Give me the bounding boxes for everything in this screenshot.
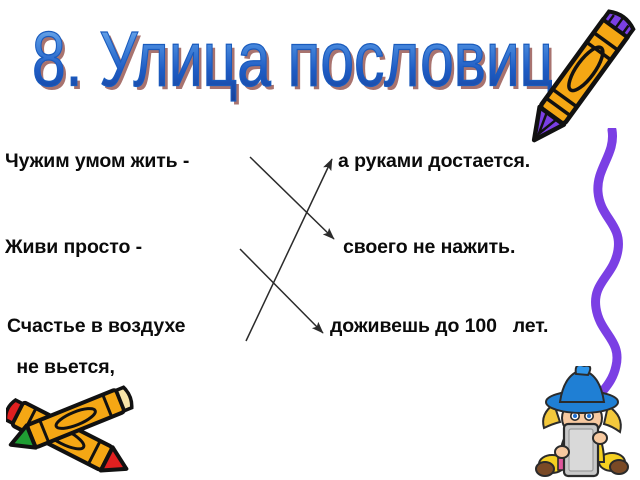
proverb-left-3a: Счастье в воздухе bbox=[7, 315, 186, 337]
proverb-left-3b: не вьется, bbox=[11, 356, 115, 378]
proverb-right-3: доживешь до 100 лет. bbox=[330, 315, 549, 337]
title-shadow-text: 8. Улица пословиц bbox=[35, 20, 552, 107]
crossed-crayons-icon bbox=[6, 385, 134, 473]
title-wordart: 8. Улица пословиц 8. Улица пословиц bbox=[32, 16, 552, 107]
proverb-right-1: а руками достается. bbox=[338, 150, 531, 172]
title-main-text: 8. Улица пословиц bbox=[32, 16, 552, 103]
cartoon-elf-with-slate-icon bbox=[535, 366, 629, 478]
page-title: 8. Улица пословиц 8. Улица пословиц bbox=[32, 16, 552, 112]
proverb-left-2: Живи просто - bbox=[5, 236, 143, 258]
connector-line-3 bbox=[245, 158, 333, 342]
proverb-left-1: Чужим умом жить - bbox=[5, 150, 190, 172]
connector-line-2 bbox=[239, 248, 324, 334]
purple-squiggle-icon bbox=[583, 128, 623, 418]
proverb-right-2: своего не нажить. bbox=[343, 236, 516, 258]
orange-crayon-icon bbox=[531, 9, 636, 143]
connector-line-1 bbox=[249, 156, 335, 240]
